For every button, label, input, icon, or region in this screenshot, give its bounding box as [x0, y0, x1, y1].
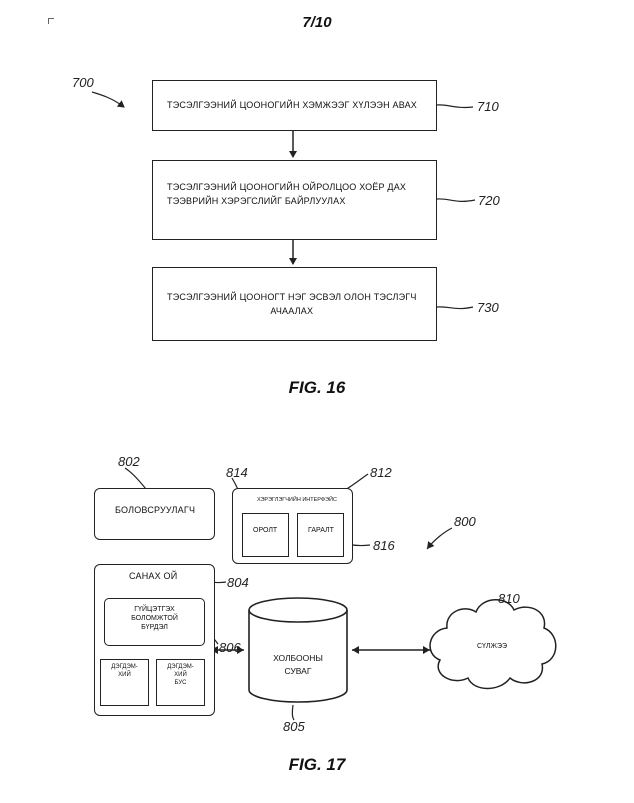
- nonvolatile-text: ДЭГДЭМ- ХИЙ БУС: [157, 664, 204, 687]
- ref-800: 800: [454, 514, 476, 529]
- leader-730: [436, 306, 474, 310]
- step-720-line-2: ТЭЭВРИЙН ХЭРЭГСЛИЙГ БАЙРЛУУЛАХ: [167, 195, 346, 206]
- ref-730: 730: [477, 300, 499, 315]
- step-720-line-1: ТЭСЭЛГЭЭНИЙ ЦООНОГИЙН ОЙРОЛЦОО ХОЁР ДАХ: [167, 182, 407, 192]
- step-730-line-1: ТЭСЭЛГЭЭНИЙ ЦООНОГТ НЭГ ЭСВЭЛ ОЛОН ТЭСЛЭ…: [167, 292, 417, 302]
- user-interface-title: ХЭРЭГЛЭГЧИЙН ИНТЕРФЭЙС: [257, 497, 337, 503]
- step-730-box: ТЭСЭЛГЭЭНИЙ ЦООНОГТ НЭГ ЭСВЭЛ ОЛОН ТЭСЛЭ…: [152, 267, 437, 341]
- step-720-box: ТЭСЭЛГЭЭНИЙ ЦООНОГИЙН ОЙРОЛЦОО ХОЁР ДАХ …: [152, 160, 437, 240]
- leader-810: [491, 607, 501, 627]
- corner-mark: [48, 18, 54, 24]
- step-720-text: ТЭСЭЛГЭЭНИЙ ЦООНОГИЙН ОЙРОЛЦОО ХОЁР ДАХ …: [167, 181, 406, 209]
- step-730-line-2: АЧААЛАХ: [270, 305, 314, 316]
- output-label: ГАРАЛТ: [308, 527, 334, 534]
- step-710-text: ТЭСЭЛГЭЭНИЙ ЦООНОГИЙН ХЭМЖЭЭГ ХҮЛЭЭН АВА…: [167, 100, 418, 110]
- processor-label: БОЛОВСРУУЛАГЧ: [115, 505, 196, 515]
- volatile-box: ДЭГДЭМ- ХИЙ: [100, 659, 149, 706]
- bus-label: ХОЛБООНЫ СУВАГ: [249, 652, 347, 678]
- ref-802: 802: [118, 454, 140, 469]
- exec-line-3: БҮРДЭЛ: [141, 624, 168, 632]
- output-box: ГАРАЛТ: [297, 513, 344, 557]
- ref-810: 810: [498, 591, 520, 606]
- volatile-line-2: ХИЙ: [118, 671, 131, 678]
- volatile-text: ДЭГДЭМ- ХИЙ: [101, 664, 148, 680]
- leader-700: [91, 91, 125, 108]
- ref-814: 814: [226, 465, 248, 480]
- memory-box: САНАХ ОЙ ГҮЙЦЭТГЭХ БОЛОМЖТОЙ БҮРДЭЛ ДЭГД…: [94, 564, 215, 716]
- network-label: СҮЛЖЭЭ: [476, 643, 508, 650]
- fig16-caption: FIG. 16: [288, 378, 346, 397]
- ref-805: 805: [283, 719, 305, 734]
- bus-cylinder: [248, 597, 348, 703]
- input-label: ОРОЛТ: [253, 527, 278, 534]
- ref-710: 710: [477, 99, 499, 114]
- input-box: ОРОЛТ: [242, 513, 289, 557]
- nonvolatile-box: ДЭГДЭМ- ХИЙ БУС: [156, 659, 205, 706]
- volatile-line-1: ДЭГДЭМ-: [111, 664, 138, 670]
- ref-816: 816: [373, 538, 395, 553]
- ref-720: 720: [478, 193, 500, 208]
- page-number: 7/10: [302, 14, 332, 31]
- processor-box: БОЛОВСРУУЛАГЧ: [94, 488, 215, 540]
- ref-700: 700: [72, 75, 94, 90]
- ref-806: 806: [219, 640, 241, 655]
- nonvolatile-line-3: БУС: [174, 679, 187, 686]
- nonvolatile-line-2: ХИЙ: [174, 671, 187, 678]
- leader-805: [291, 704, 295, 721]
- ref-812: 812: [370, 465, 392, 480]
- executable-component-text: ГҮЙЦЭТГЭХ БОЛОМЖТОЙ БҮРДЭЛ: [105, 605, 204, 632]
- exec-line-2: БОЛОМЖТОЙ: [131, 615, 178, 623]
- fig17-caption: FIG. 17: [288, 755, 346, 774]
- leader-710: [436, 104, 474, 109]
- ref-804: 804: [227, 575, 249, 590]
- memory-title: САНАХ ОЙ: [129, 571, 178, 581]
- exec-line-1: ГҮЙЦЭТГЭХ: [134, 606, 175, 613]
- executable-component-box: ГҮЙЦЭТГЭХ БОЛОМЖТОЙ БҮРДЭЛ: [104, 598, 205, 646]
- leader-800: [426, 527, 453, 550]
- user-interface-box: ХЭРЭГЛЭГЧИЙН ИНТЕРФЭЙС ОРОЛТ ГАРАЛТ: [232, 488, 353, 564]
- bus-line-1: ХОЛБООНЫ: [273, 653, 323, 663]
- bus-line-2: СУВАГ: [284, 665, 312, 676]
- step-730-text: ТЭСЭЛГЭЭНИЙ ЦООНОГТ НЭГ ЭСВЭЛ ОЛОН ТЭСЛЭ…: [167, 291, 417, 319]
- step-710-box: ТЭСЭЛГЭЭНИЙ ЦООНОГИЙН ХЭМЖЭЭГ ХҮЛЭЭН АВА…: [152, 80, 437, 131]
- leader-720: [436, 198, 476, 202]
- nonvolatile-line-1: ДЭГДЭМ-: [167, 664, 194, 670]
